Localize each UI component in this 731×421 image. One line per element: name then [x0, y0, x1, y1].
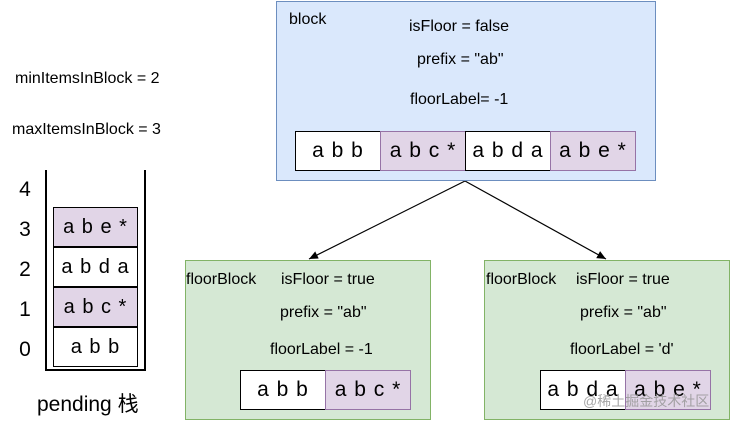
stack-index-0: 0: [19, 338, 31, 361]
floor-block-right-cell-0: a b d a: [540, 370, 626, 410]
block-prefix: prefix = "ab": [417, 51, 504, 68]
stack-wall-right: [144, 170, 146, 370]
block-title: block: [289, 11, 327, 28]
block-floor-label: floorLabel= -1: [410, 91, 509, 108]
floor-block-right-floor-label: floorLabel = 'd': [570, 341, 674, 358]
stack-index-2: 2: [19, 258, 31, 281]
floor-block-right-is-floor: isFloor = true: [576, 271, 670, 288]
min-items-label: minItemsInBlock = 2: [15, 70, 160, 87]
max-items-label: maxItemsInBlock = 3: [12, 121, 161, 138]
watermark: @稀土掘金技术社区: [583, 393, 710, 409]
floor-block-left-is-floor: isFloor = true: [281, 271, 375, 288]
floor-block-right-title: floorBlock: [486, 271, 557, 288]
floor-block-left-title: floorBlock: [186, 271, 257, 288]
stack-index-3: 3: [19, 218, 31, 241]
stack-index-1: 1: [19, 298, 31, 321]
stack-index-4: 4: [19, 178, 31, 201]
stack-cell-3: a b e *: [53, 207, 138, 247]
floor-block-left-cell-0: a b b: [240, 370, 326, 410]
stack-cell-2: a b d a: [53, 247, 138, 287]
floor-block-left-prefix: prefix = "ab": [280, 304, 367, 321]
floor-block-left-floor-label: floorLabel = -1: [270, 341, 373, 358]
block-cell-2: a b d a: [465, 131, 551, 171]
stack-caption: pending 栈: [37, 393, 139, 416]
stack-floor: [45, 369, 146, 371]
floor-block-right-prefix: prefix = "ab": [580, 304, 667, 321]
block-cell-0: a b b: [295, 131, 381, 171]
floor-block-left-cell-1: a b c *: [325, 370, 411, 410]
stack-cell-1: a b c *: [53, 287, 138, 327]
block-cell-3: a b e *: [550, 131, 636, 171]
block-is-floor: isFloor = false: [409, 18, 510, 35]
arrow-to-right-floor: [464, 180, 607, 260]
floor-block-right-cell-1: a b e *: [625, 370, 711, 410]
block-cell-1: a b c *: [380, 131, 466, 171]
stack-wall-left: [45, 170, 47, 370]
stack-cell-0: a b b: [53, 327, 138, 367]
arrow-to-left-floor: [308, 180, 466, 260]
